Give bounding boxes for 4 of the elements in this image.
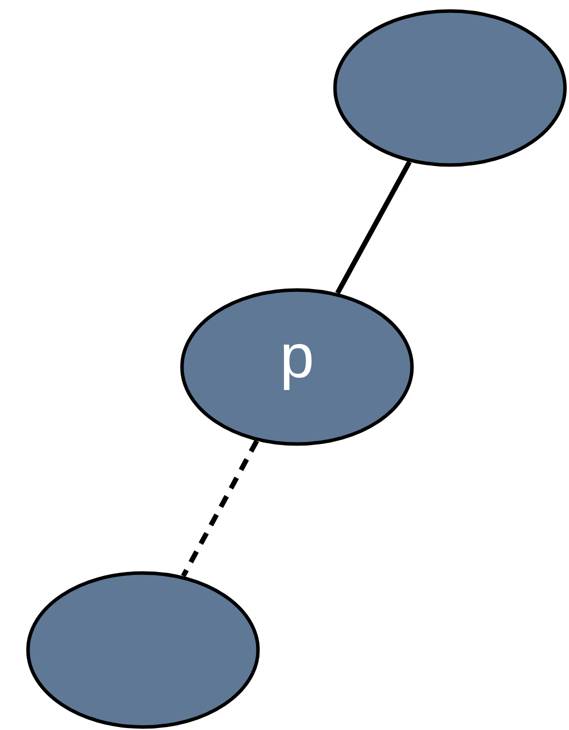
empty-ellipse: [26, 571, 260, 729]
empty-ellipse: [333, 9, 567, 167]
connector-line: [335, 160, 412, 294]
dashed-line: [181, 440, 259, 578]
